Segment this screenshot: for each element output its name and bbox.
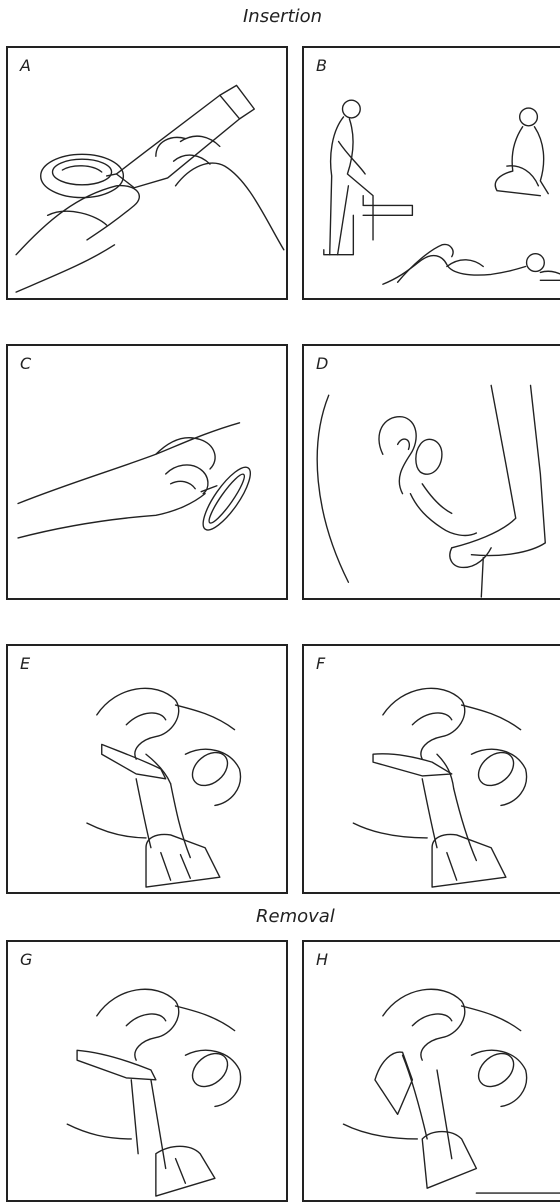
illustration-applying-gel-to-diaphragm [8,48,286,298]
panel-f: F [302,644,560,894]
illustration-insertion-positions [304,48,560,298]
insertion-heading: Insertion [243,6,322,27]
panel-d: D [302,344,560,600]
illustration-inserting-diaphragm [304,346,560,598]
illustration-folding-diaphragm [8,346,286,598]
illustration-pulling-diaphragm-out [304,942,560,1200]
removal-heading: Removal [256,906,335,927]
panel-b: B [302,46,560,300]
panel-a: A [6,46,288,300]
panel-c: C [6,344,288,600]
illustration-hooking-rim-for-removal [8,942,286,1200]
panel-e: E [6,644,288,894]
illustration-diaphragm-in-place [8,646,286,892]
illustration-checking-cervix-covered [304,646,560,892]
panel-h: H [302,940,560,1202]
panel-g: G [6,940,288,1202]
